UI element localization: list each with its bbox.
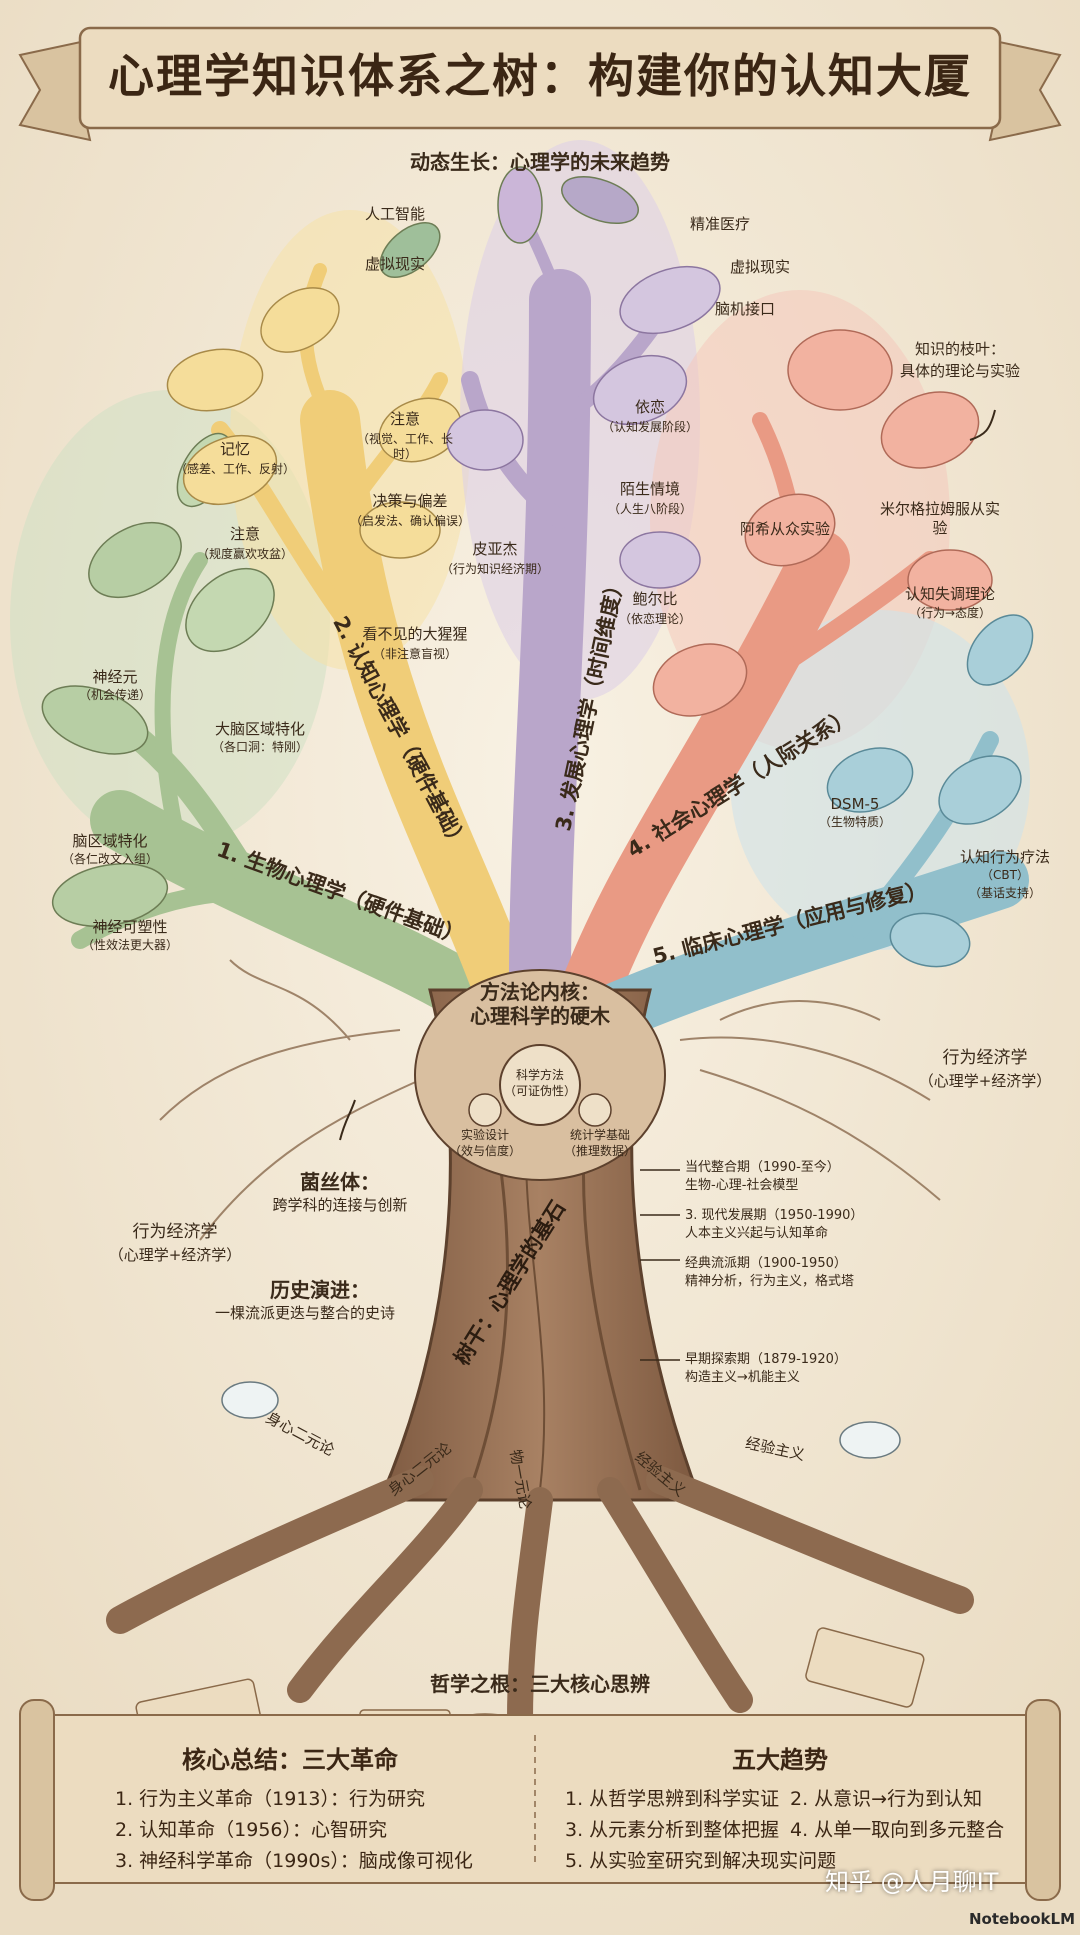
cog-item-sub: （启发法、确认偏误） xyxy=(345,514,475,529)
timeline-period: 3. 现代发展期（1950-1990） xyxy=(685,1208,925,1224)
history-sub: 一棵流派更迭与整合的史诗 xyxy=(190,1304,420,1323)
bio-item-title: 脑区域特化 xyxy=(35,832,185,851)
cli-item-title: DSM-5 xyxy=(805,795,905,814)
cog-item-sub: （规度赢欢攻盆） xyxy=(180,547,310,562)
trend-precision-medicine: 精准医疗 xyxy=(665,215,775,234)
cog-item-title: 决策与偏差 xyxy=(345,492,475,511)
cog-item-title: 注意 xyxy=(350,410,460,429)
cog-item-sub: （非注意盲视） xyxy=(340,647,490,662)
timeline-period: 早期探索期（1879-1920） xyxy=(685,1352,925,1368)
dev-item-title: 依恋 xyxy=(590,398,710,417)
soc-item-title: 阿希从众实验 xyxy=(740,520,830,539)
summary-right-item: 2. 从意识→行为到认知 xyxy=(790,1784,982,1811)
summary-right-item: 5. 从实验室研究到解决现实问题 xyxy=(565,1846,836,1873)
timeline-desc: 构造主义→机能主义 xyxy=(685,1370,925,1386)
summary-left-item: 2. 认知革命（1956）：心智研究 xyxy=(115,1815,387,1842)
cli-item-title: （基话支持） xyxy=(940,886,1070,901)
leaves-note-sub: 具体的理论与实验 xyxy=(860,362,1060,381)
bio-item-title: 神经元 xyxy=(55,668,175,687)
mycelium-title: 菌丝体： xyxy=(250,1170,430,1195)
soc-item-sub: （行为→态度） xyxy=(880,606,1020,621)
timeline-desc: 生物-心理-社会模型 xyxy=(685,1178,925,1194)
leaves-note-title: 知识的枝叶： xyxy=(860,340,1060,359)
summary-right-item: 3. 从元素分析到整体把握 xyxy=(565,1815,779,1842)
core-subheading: 心理科学的硬木 xyxy=(430,1004,650,1029)
timeline-desc: 人本主义兴起与认知革命 xyxy=(685,1226,925,1242)
cog-item-title: 注意 xyxy=(180,525,310,544)
timeline-desc: 精神分析，行为主义，格式塔 xyxy=(685,1274,855,1290)
core-center-sub: （可证伪性） xyxy=(490,1084,590,1099)
cog-item-title: 记忆 xyxy=(175,440,295,459)
dev-item-title: 鲍尔比 xyxy=(605,590,705,609)
core-left-sub: （效与信度） xyxy=(430,1144,540,1159)
core-right-title: 统计学基础 xyxy=(545,1128,655,1143)
dev-item-title: 皮亚杰 xyxy=(440,540,550,559)
core-heading: 方法论内核： xyxy=(430,980,650,1005)
core-center-title: 科学方法 xyxy=(490,1068,590,1083)
roots-caption: 哲学之根：三大核心思辨 xyxy=(300,1672,780,1697)
trend-vr-left: 虚拟现实 xyxy=(340,255,450,274)
dev-item-sub: （行为知识经济期） xyxy=(430,562,560,577)
history-title: 历史演进： xyxy=(230,1278,410,1303)
cli-item-sub: （CBT） xyxy=(940,868,1070,883)
left-behavioral-econ-sub: （心理学+经济学） xyxy=(90,1246,260,1265)
bio-item-sub: （各仁改文入组） xyxy=(35,852,185,867)
page-title: 心理学知识体系之树：构建你的认知大厦 xyxy=(90,40,990,106)
left-behavioral-econ-title: 行为经济学 xyxy=(90,1222,260,1243)
right-behavioral-econ-sub: （心理学+经济学） xyxy=(900,1072,1070,1091)
trend-ai: 人工智能 xyxy=(340,205,450,224)
dev-item-sub: （人生八阶段） xyxy=(590,502,710,517)
cli-item-title: 认知行为疗法 xyxy=(940,848,1070,867)
cog-item-sub: （感差、工作、反射） xyxy=(175,462,295,477)
summary-right-item: 4. 从单一取向到多元整合 xyxy=(790,1815,1004,1842)
core-left-title: 实验设计 xyxy=(430,1128,540,1143)
bio-item-title: 大脑区域特化 xyxy=(190,720,330,739)
trend-bci: 脑机接口 xyxy=(690,300,800,319)
dev-item-sub: （认知发展阶段） xyxy=(580,420,720,435)
bio-item-title: 神经可塑性 xyxy=(60,918,200,937)
zhihu-watermark: 知乎 @人月聊IT xyxy=(825,1862,998,1897)
dev-item-title: 陌生情境 xyxy=(590,480,710,499)
summary-right-item: 1. 从哲学思辨到科学实证 xyxy=(565,1784,779,1811)
cog-item-title: 看不见的大猩猩 xyxy=(340,625,490,644)
timeline-period: 当代整合期（1990-至今） xyxy=(685,1160,925,1176)
soc-item-title: 认知失调理论 xyxy=(880,585,1020,604)
summary-right-title: 五大趋势 xyxy=(560,1740,1000,1775)
trend-vr-right: 虚拟现实 xyxy=(705,258,815,277)
right-behavioral-econ-title: 行为经济学 xyxy=(900,1048,1070,1069)
summary-left-title: 核心总结：三大革命 xyxy=(90,1740,490,1775)
soc-item-title: 米尔格拉姆服从实验 xyxy=(880,500,1000,538)
bio-item-sub: （性效法更大器） xyxy=(60,938,200,953)
timeline-period: 经典流派期（1900-1950） xyxy=(685,1256,925,1272)
cog-item-sub: （视觉、工作、长时） xyxy=(350,432,460,462)
bio-item-sub: （机会传递） xyxy=(55,688,175,703)
core-right-sub: （推理数据） xyxy=(545,1144,655,1159)
bio-item-sub: （各口洞：特刚） xyxy=(190,740,330,755)
dev-item-sub: （依恋理论） xyxy=(600,612,710,627)
summary-left-item: 1. 行为主义革命（1913）：行为研究 xyxy=(115,1784,425,1811)
mycelium-sub: 跨学科的连接与创新 xyxy=(250,1196,430,1215)
trends-heading: 动态生长：心理学的未来趋势 xyxy=(330,150,750,175)
summary-left-item: 3. 神经科学革命（1990s）：脑成像可视化 xyxy=(115,1846,473,1873)
cli-item-sub: （生物特质） xyxy=(805,815,905,830)
notebooklm-watermark: NotebookLM xyxy=(935,1910,1075,1929)
